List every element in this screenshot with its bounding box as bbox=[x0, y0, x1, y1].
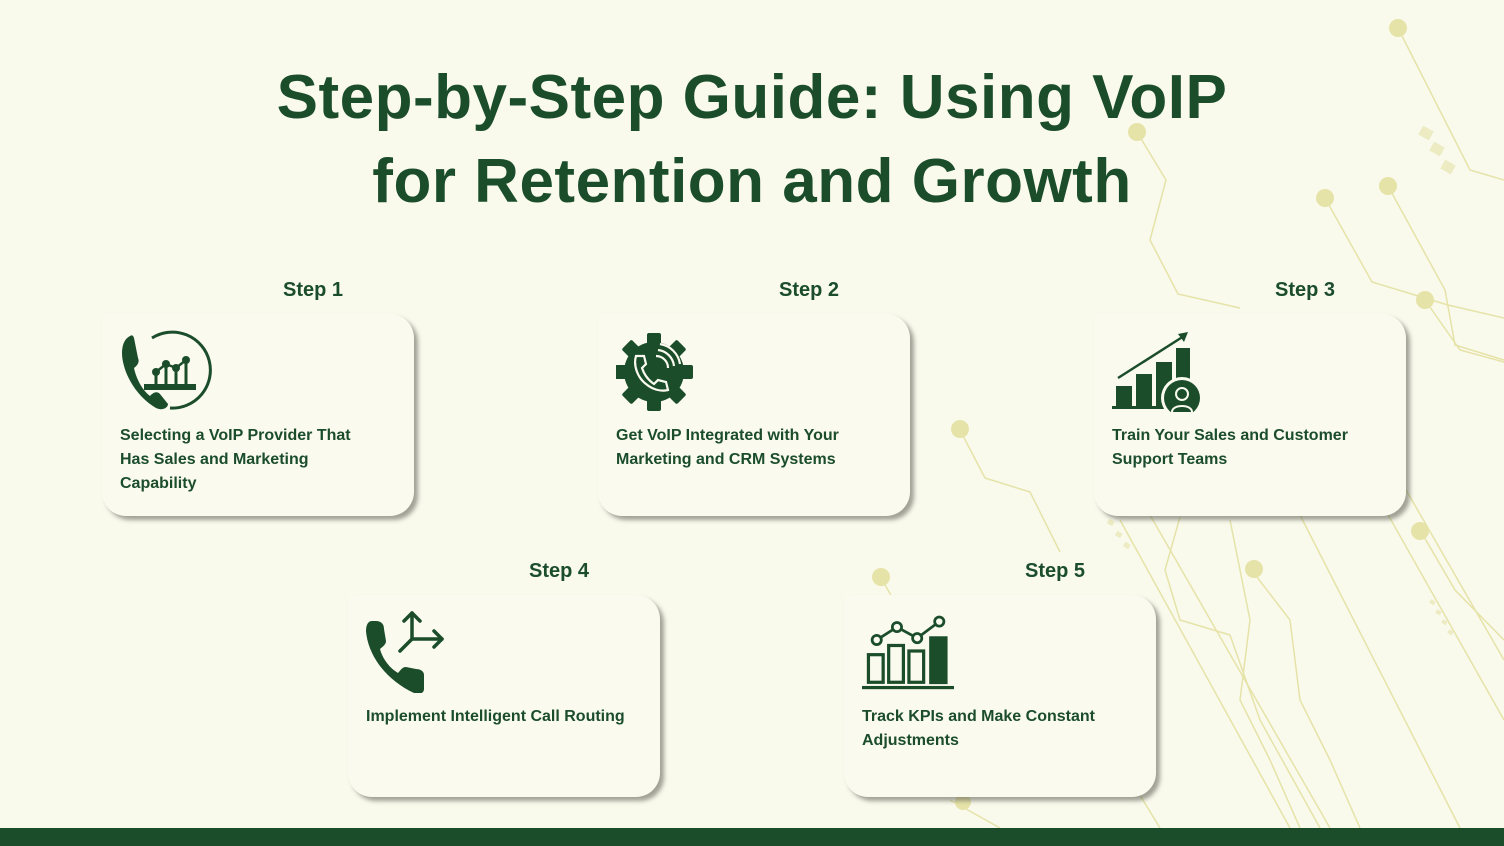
title-line-2: for Retention and Growth bbox=[372, 147, 1132, 216]
kpi-bar-line-chart-icon bbox=[862, 615, 954, 690]
growth-chart-support-agent-icon bbox=[1112, 332, 1203, 412]
title-line-1: Step-by-Step Guide: Using VoIP bbox=[276, 63, 1228, 132]
step-4-label: Step 4 bbox=[529, 560, 590, 582]
step-4-card: Implement Intelligent Call Routing bbox=[348, 595, 660, 797]
phone-routing-arrows-icon bbox=[366, 611, 444, 693]
page-title: Step-by-Step Guide: Using VoIP for Reten… bbox=[0, 56, 1504, 224]
step-4-description: Implement Intelligent Call Routing bbox=[366, 708, 625, 725]
step-3-label: Step 3 bbox=[1275, 279, 1336, 301]
step-2-label: Step 2 bbox=[779, 279, 840, 301]
gear-phone-icon bbox=[616, 333, 693, 411]
step-1-label: Step 1 bbox=[283, 279, 344, 301]
step-1-description: Selecting a VoIP Provider That Has Sales… bbox=[120, 427, 351, 492]
step-5-description: Track KPIs and Make Constant Adjustments bbox=[862, 708, 1095, 749]
step-3-description: Train Your Sales and Customer Support Te… bbox=[1112, 427, 1348, 468]
step-3-card: Train Your Sales and Customer Support Te… bbox=[1094, 314, 1406, 516]
step-2-description: Get VoIP Integrated with Your Marketing … bbox=[616, 427, 839, 468]
phone-growth-chart-icon bbox=[122, 330, 212, 410]
step-5-label: Step 5 bbox=[1025, 560, 1086, 582]
step-2-card: Get VoIP Integrated with Your Marketing … bbox=[598, 314, 910, 516]
step-5-card: Track KPIs and Make Constant Adjustments bbox=[844, 595, 1156, 797]
step-1-card: Selecting a VoIP Provider That Has Sales… bbox=[102, 314, 414, 516]
footer-bar bbox=[0, 828, 1504, 846]
